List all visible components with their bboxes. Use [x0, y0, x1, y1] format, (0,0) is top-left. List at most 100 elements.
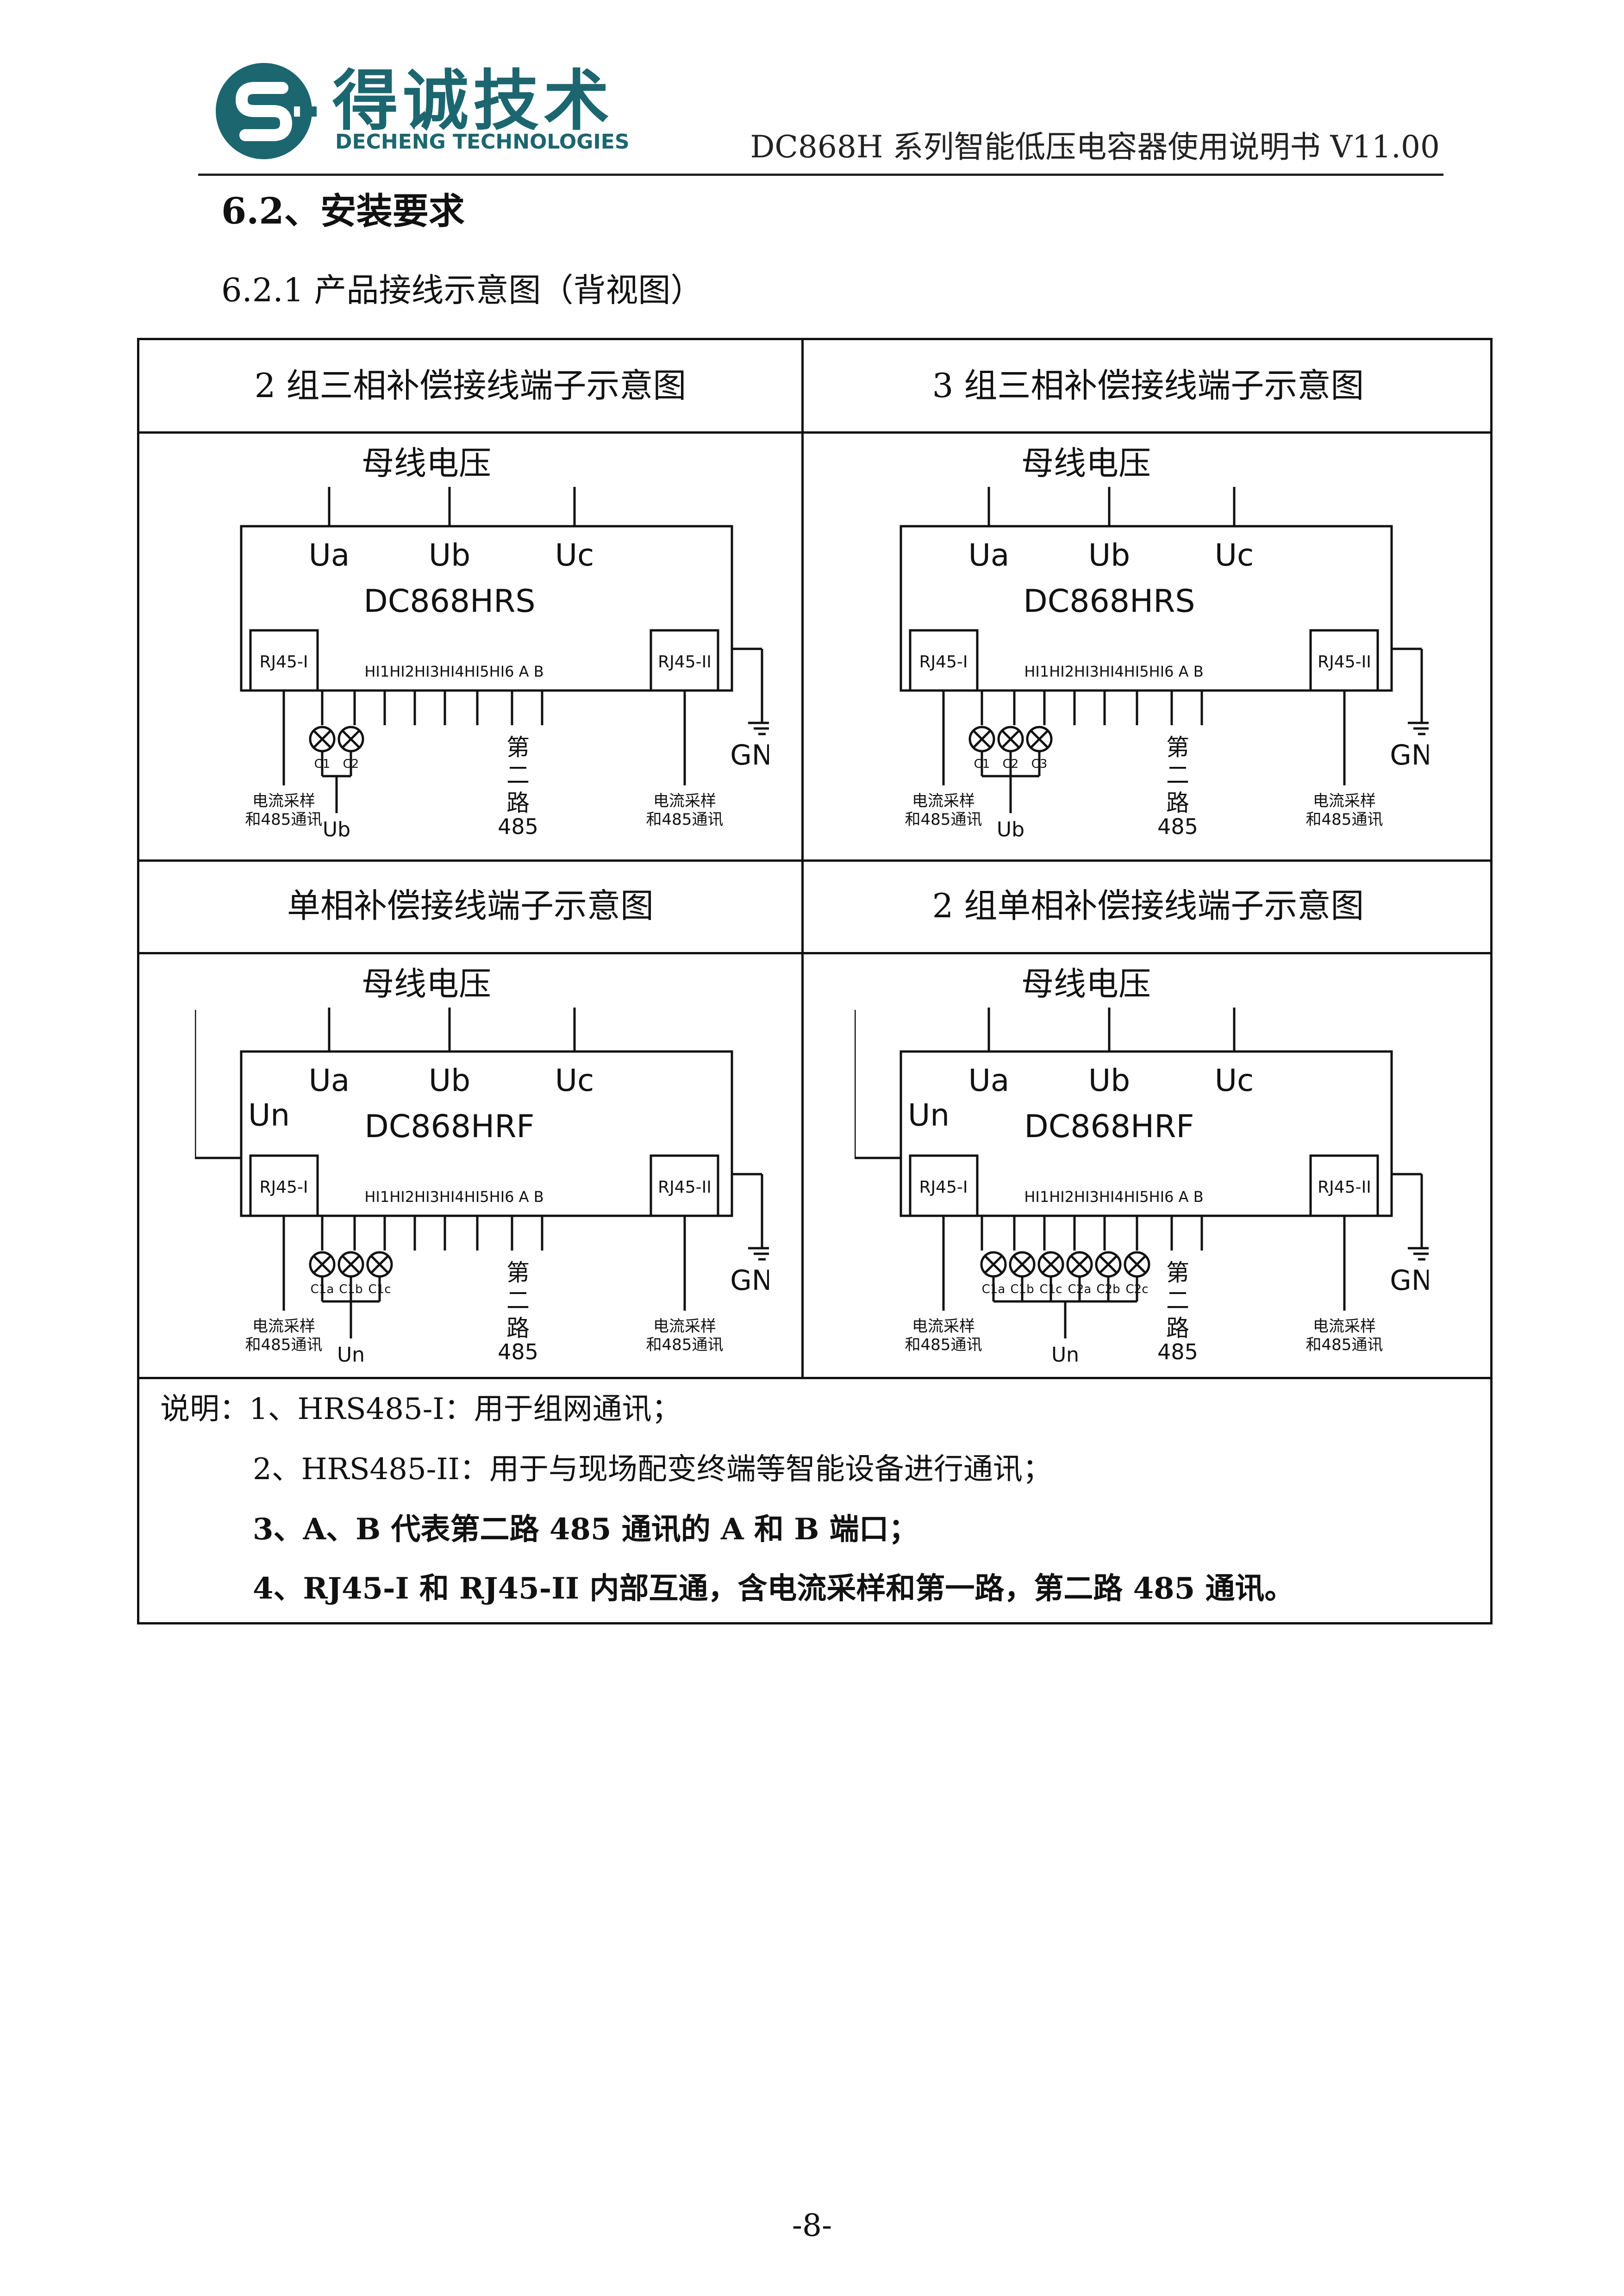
capacitor-label: C2a	[1068, 1282, 1092, 1296]
page-header: 得诚技术 DECHENG TECHNOLOGIES DC868H 系列智能低压电…	[0, 0, 1624, 185]
capacitor-label: C1b	[1010, 1282, 1034, 1296]
second-485-label: 路	[506, 1315, 530, 1342]
note-4: 4、RJ45-I 和 RJ45-II 内部互通，含电流采样和第一路，第二路 48…	[253, 1571, 1294, 1606]
rj45-label: RJ45-II	[1318, 653, 1371, 672]
sampling-label: 电流采样	[653, 1317, 716, 1336]
capacitor-icon	[342, 1255, 360, 1274]
subsection-title: 6.2.1 产品接线示意图（背视图）	[221, 271, 703, 309]
bus-voltage-label: 母线电压	[1021, 965, 1151, 1003]
capacitor-common-label: Ub	[323, 818, 350, 841]
phase-terminal-label: Ua	[968, 1063, 1010, 1098]
neutral-terminal-label: Un	[908, 1097, 949, 1133]
sampling-label: 电流采样	[1313, 1317, 1376, 1336]
phase-terminal-label: Uc	[555, 1063, 594, 1098]
document-title: DC868H 系列智能低压电容器使用说明书 V11.00	[750, 129, 1440, 165]
capacitor-label: C1	[974, 757, 990, 771]
bus-voltage-label: 母线电压	[362, 444, 491, 482]
device-model-label: DC868HRF	[364, 1108, 534, 1145]
ground-label: GND	[730, 1264, 769, 1297]
second-485-label: 485	[1157, 814, 1198, 839]
rj45-label: RJ45-II	[658, 1178, 712, 1197]
capacitor-icon	[1099, 1255, 1118, 1274]
header-divider	[198, 174, 1443, 176]
phase-terminal-label: Ua	[309, 1063, 350, 1098]
capacitor-icon	[342, 730, 360, 748]
note-1: 说明：1、HRS485-I：用于组网通讯；	[160, 1392, 681, 1426]
wiring-diagram-table: 2 组三相补偿接线端子示意图 3 组三相补偿接线端子示意图 单相补偿接线端子示意…	[137, 338, 1493, 1624]
second-485-label: 485	[1157, 1339, 1198, 1364]
capacitor-icon	[1030, 730, 1049, 748]
phase-terminal-label: Ub	[429, 1063, 470, 1098]
capacitor-label: C2	[343, 757, 359, 771]
table-divider	[139, 952, 1490, 954]
rj45-label: RJ45-I	[919, 1178, 968, 1197]
sampling-label: 电流采样	[252, 1317, 315, 1336]
panel-title: 单相补偿接线端子示意图	[287, 886, 654, 925]
second-485-label: 二	[1166, 762, 1189, 789]
second-485-label: 路	[1166, 1315, 1189, 1342]
sampling-label: 电流采样	[653, 792, 716, 810]
table-divider	[801, 340, 804, 1377]
capacitor-label: C1c	[1040, 1282, 1062, 1296]
phase-terminal-label: Ua	[968, 537, 1010, 573]
capacitor-label: C1b	[339, 1282, 362, 1296]
panel-title: 3 组三相补偿接线端子示意图	[932, 366, 1364, 405]
phase-terminal-label: Uc	[1215, 537, 1254, 573]
capacitor-icon	[1001, 730, 1020, 748]
phase-terminal-label: Ub	[1088, 1063, 1130, 1098]
capacitor-common-label: Un	[1051, 1343, 1079, 1367]
capacitor-label: C1	[314, 757, 331, 771]
second-485-label: 第	[1166, 1259, 1189, 1286]
note-2: 2、HRS485-II：用于与现场配变终端等智能设备进行通讯；	[253, 1452, 1052, 1487]
bus-voltage-label: 母线电压	[362, 965, 491, 1003]
neutral-terminal-label: Un	[248, 1097, 290, 1133]
capacitor-label: C1a	[982, 1282, 1006, 1296]
capacitor-icon	[1013, 1255, 1031, 1274]
sampling-label: 电流采样	[252, 792, 315, 810]
second-485-label: 路	[1166, 790, 1189, 816]
second-485-label: 第	[506, 734, 530, 761]
table-divider	[139, 859, 1490, 862]
capacitor-label: C2b	[1096, 1282, 1120, 1296]
decheng-logo-icon	[216, 63, 317, 159]
rj45-label: RJ45-II	[658, 653, 712, 672]
capacitor-label: C1c	[369, 1282, 391, 1296]
capacitor-icon	[1070, 1255, 1089, 1274]
ground-label: GND	[730, 739, 769, 772]
second-485-label: 485	[498, 814, 538, 839]
capacitor-icon	[984, 1255, 1003, 1274]
table-divider	[139, 431, 1490, 434]
brand-name-cn: 得诚技术	[332, 63, 614, 139]
capacitor-label: C3	[1031, 757, 1048, 771]
rj45-label: RJ45-I	[259, 653, 308, 672]
second-485-label: 二	[506, 1287, 530, 1314]
brand-name-en: DECHENG TECHNOLOGIES	[335, 130, 630, 154]
sampling-label: 和485通讯	[905, 1336, 982, 1354]
notes-section: 说明：1、HRS485-I：用于组网通讯； 2、HRS485-II：用于与现场配…	[139, 1378, 1490, 1623]
ground-label: GND	[1390, 1264, 1429, 1297]
capacitor-icon	[973, 730, 991, 748]
second-485-label: 二	[506, 762, 530, 789]
sampling-label: 电流采样	[912, 1317, 975, 1336]
device-box	[240, 1050, 733, 1217]
sampling-label: 和485通讯	[1306, 1336, 1383, 1354]
rj45-label: RJ45-I	[259, 1178, 308, 1197]
terminal-row-label: HI1HI2HI3HI4HI5HI6 A B	[364, 663, 543, 680]
page-number: -8-	[792, 2208, 832, 2243]
phase-terminal-label: Ub	[1088, 537, 1130, 573]
device-box	[899, 1050, 1393, 1217]
sampling-label: 和485通讯	[905, 810, 982, 829]
capacitor-label: C2	[1003, 757, 1019, 771]
section-title: 6.2、安装要求	[221, 190, 465, 232]
terminal-row-label: HI1HI2HI3HI4HI5HI6 A B	[1024, 663, 1203, 680]
bus-voltage-label: 母线电压	[1021, 444, 1151, 482]
sampling-label: 和485通讯	[1306, 810, 1383, 829]
second-485-label: 第	[506, 1259, 530, 1286]
terminal-row-label: HI1HI2HI3HI4HI5HI6 A B	[1024, 1188, 1203, 1206]
device-box	[899, 525, 1393, 692]
device-model-label: DC868HRF	[1024, 1108, 1194, 1145]
